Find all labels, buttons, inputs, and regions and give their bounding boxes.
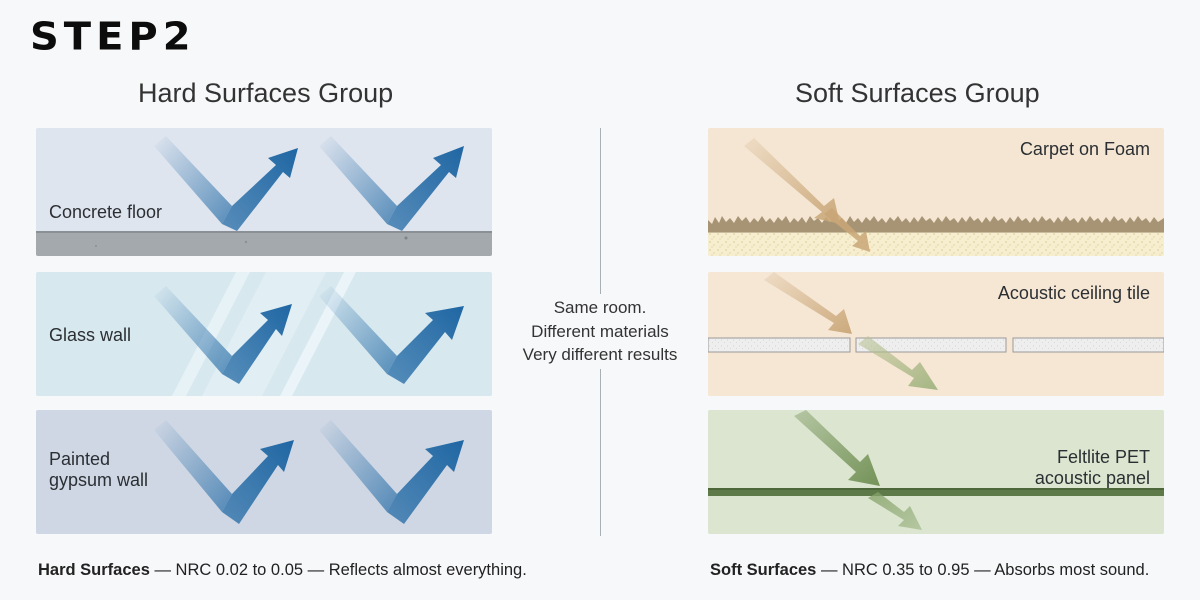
gypsum-wall-label-line1: Painted [49, 449, 111, 469]
center-caption-line2: Different materials [531, 321, 669, 341]
feltlite-label-line2: acoustic panel [1034, 468, 1150, 488]
concrete-floor-label: Concrete floor [49, 202, 163, 222]
soft-group-title: Soft Surfaces Group [795, 78, 1040, 108]
feltlite-panel: Feltlite PET acoustic panel [708, 410, 1164, 534]
hard-surfaces-footnote: Hard Surfaces — NRC 0.02 to 0.05 — Refle… [38, 561, 527, 580]
center-caption-line3: Very different results [522, 345, 678, 364]
ceiling-tile-panel: Acoustic ceiling tile [708, 272, 1164, 396]
carpet-label: Carpet on Foam [1019, 139, 1150, 159]
hard-footnote-bold: Hard Surfaces [38, 561, 150, 579]
ceiling-tile-label: Acoustic ceiling tile [997, 283, 1150, 303]
gypsum-wall-label-line2: gypsum wall [49, 470, 149, 490]
ceiling-absorption-graphic [708, 272, 1164, 390]
hard-footnote-text: — NRC 0.02 to 0.05 — Reflects almost eve… [149, 561, 527, 579]
feltlite-label-line1: Feltlite PET [1056, 447, 1150, 467]
glass-wall-label: Glass wall [49, 325, 132, 345]
gypsum-reflection-graphic [154, 420, 464, 524]
soft-footnote-text: — NRC 0.35 to 0.95 — Absorbs most sound. [816, 561, 1150, 579]
glass-reflection-graphic [154, 272, 464, 396]
carpet-absorption-graphic [708, 138, 1164, 256]
soft-surfaces-footnote: Soft Surfaces — NRC 0.35 to 0.95 — Absor… [710, 561, 1149, 580]
gypsum-wall-panel: Painted gypsum wall [36, 410, 492, 534]
concrete-floor-panel: Concrete floor [36, 128, 492, 256]
reflection-arrows-graphic [36, 136, 492, 256]
hard-group-title: Hard Surfaces Group [138, 78, 394, 108]
soft-footnote-bold: Soft Surfaces [710, 561, 817, 579]
center-caption: Same room. Different materials Very diff… [495, 294, 705, 369]
center-caption-line1: Same room. [553, 298, 647, 317]
carpet-panel: Carpet on Foam [708, 128, 1164, 256]
glass-wall-panel: Glass wall [36, 272, 492, 396]
feltlite-absorption-graphic [708, 410, 1164, 530]
step-title: STEP2 [30, 15, 196, 59]
